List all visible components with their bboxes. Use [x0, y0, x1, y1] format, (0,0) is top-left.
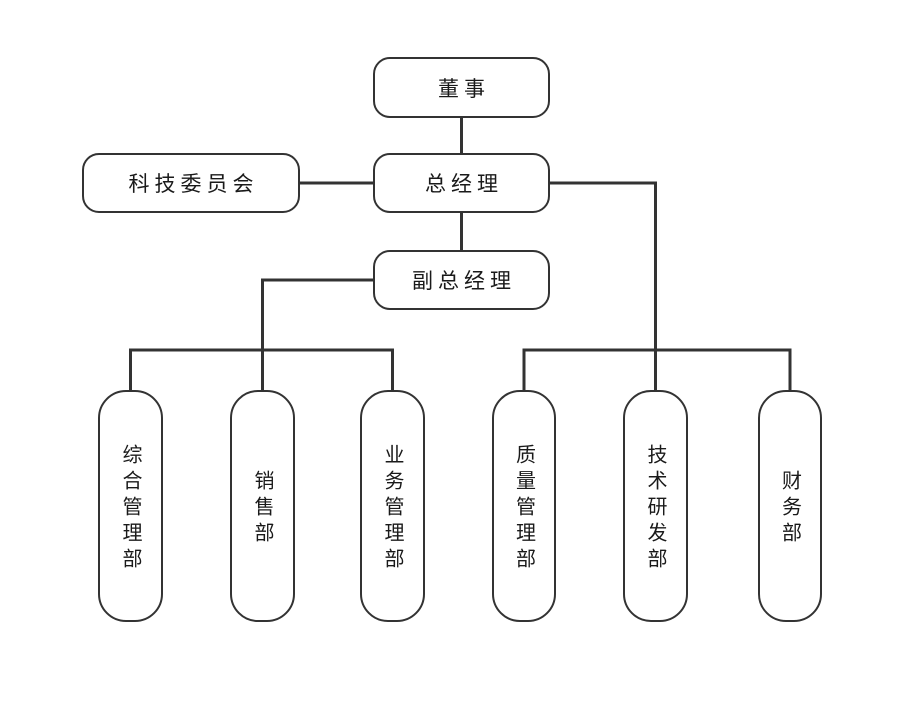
node-dept-tech-rnd-label: 技术研发部 — [644, 444, 666, 574]
node-deputy-general-manager: 副总经理 — [373, 250, 550, 310]
node-tech-committee-label: 科技委员会 — [128, 173, 259, 196]
edge-left-distribution — [129, 348, 394, 390]
node-tech-committee: 科技委员会 — [82, 153, 300, 213]
node-dept-tech-rnd: 技术研发部 — [623, 390, 688, 622]
node-director: 董事 — [373, 57, 550, 118]
node-deputy-general-manager-label: 副总经理 — [412, 270, 516, 293]
node-dept-quality-management-label: 质量管理部 — [512, 444, 535, 574]
node-director-label: 董事 — [438, 77, 490, 101]
node-general-manager-label: 总经理 — [425, 173, 503, 196]
edge-deputy-trunk — [261, 278, 373, 390]
node-general-manager: 总经理 — [373, 153, 550, 213]
node-dept-sales: 销售部 — [230, 390, 295, 622]
node-dept-general-management-label: 综合管理部 — [119, 444, 141, 574]
node-dept-general-management: 综合管理部 — [98, 390, 163, 622]
node-dept-sales-label: 销售部 — [251, 470, 273, 548]
node-dept-finance: 财务部 — [758, 390, 822, 622]
edge-gm-trunk — [550, 181, 657, 390]
node-dept-business-management-label: 业务管理部 — [381, 444, 403, 574]
node-dept-business-management: 业务管理部 — [360, 390, 425, 622]
edge-right-distribution — [522, 348, 792, 390]
node-dept-quality-management: 质量管理部 — [492, 390, 556, 622]
node-dept-finance-label: 财务部 — [778, 470, 801, 548]
